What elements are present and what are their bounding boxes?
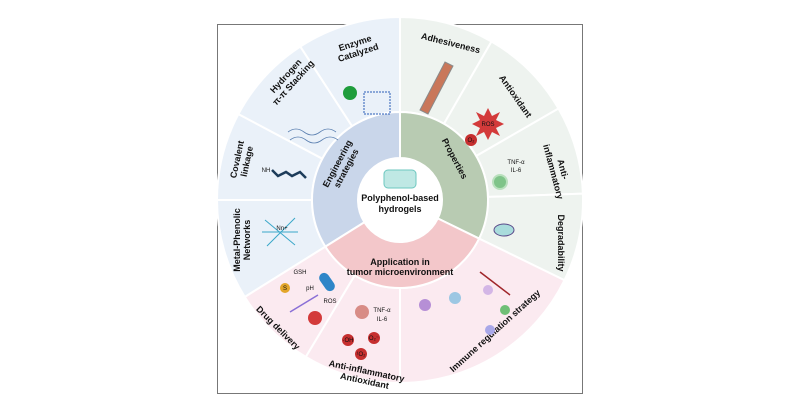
ph-text: pH — [306, 286, 314, 292]
immune-cell-icon — [500, 305, 510, 315]
covalent-icon-text: NH — [262, 168, 271, 174]
il6-text: IL-6 — [511, 168, 522, 174]
molecule-icon — [271, 169, 307, 179]
il6-text-2: IL-6 — [377, 317, 388, 323]
network-icon — [363, 91, 391, 115]
vessel-icon — [479, 271, 511, 296]
o2a-text: O₂⁻ — [369, 336, 379, 342]
ros-text: ROS — [481, 122, 494, 128]
stacking-icon — [287, 128, 339, 144]
metal-label-1: Metal-Phenolic — [232, 208, 242, 272]
immune-cell-icon — [485, 325, 495, 335]
sulfur-icon — [280, 283, 290, 293]
immune-cell-icon — [449, 292, 461, 304]
polymer-icon — [493, 223, 515, 237]
tumor-cell-icon — [355, 305, 369, 319]
drug-ros-text: ROS — [323, 299, 336, 305]
sector-application-2: tumor microenvironment — [347, 267, 454, 277]
ph-gradient-icon — [289, 294, 319, 313]
sector-application-1: Application in — [370, 257, 430, 267]
metal-label-2: Networks — [242, 220, 252, 261]
tnf-text-2: TNF-α — [373, 308, 391, 314]
center-circle — [358, 158, 442, 242]
ros-burst-icon — [472, 108, 504, 140]
metal-icon-text: Nn+ — [276, 226, 288, 232]
immune-cell-icon — [419, 299, 431, 311]
degradability-label: Degradability — [556, 214, 566, 271]
immune-cell-icon — [483, 285, 493, 295]
o2-icon — [465, 134, 477, 146]
hydrogel-icon — [383, 169, 417, 189]
s-text: S — [283, 286, 287, 292]
o2b-text: ¹O₂ — [357, 352, 367, 358]
capsule-icon — [319, 272, 335, 292]
center-title-1: Polyphenol-based — [361, 193, 439, 203]
gsh-text: GSH — [293, 270, 306, 276]
cell-icon — [492, 174, 508, 190]
enzyme-icon — [343, 86, 357, 100]
o2-text: O₂ — [468, 138, 476, 144]
mpn-network-icon — [262, 217, 298, 247]
oh-text: ·OH — [343, 338, 354, 344]
oh-icon — [342, 334, 354, 346]
ros-burst-icon-2 — [308, 311, 322, 325]
tnf-text: TNF-α — [507, 160, 525, 166]
singlet-o2-icon — [355, 348, 367, 360]
tissue-icon — [419, 61, 454, 115]
o2-radical-icon — [368, 332, 380, 344]
center-title-2: hydrogels — [378, 204, 421, 214]
